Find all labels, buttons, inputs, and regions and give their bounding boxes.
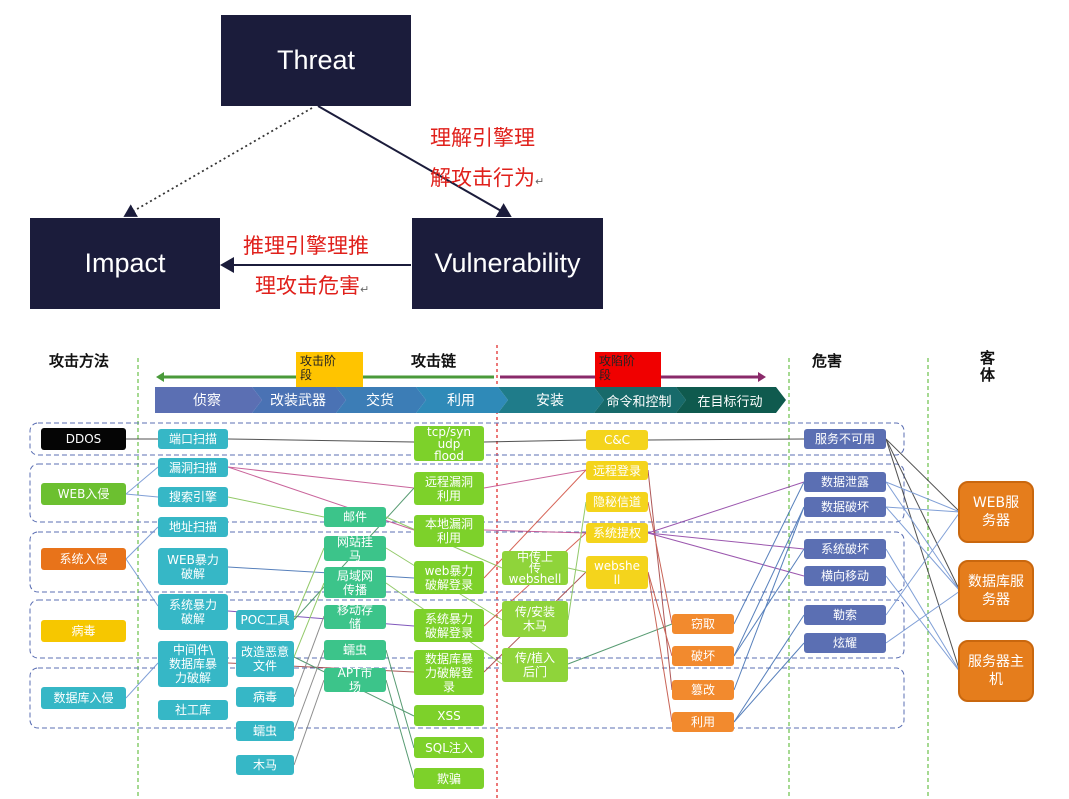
exploit-sql-injection: SQL注入: [414, 737, 484, 758]
c2-covert-channel: 隐秘信道: [586, 492, 648, 512]
chain-step-install: 安装: [536, 393, 564, 409]
delivery-apt: APT市 场: [324, 668, 386, 692]
header-attack-method: 攻击方法: [49, 352, 110, 370]
harm-system-destroy: 系统破坏: [804, 539, 886, 559]
inference-engine-text: 推理引擎理推理攻击危害↵: [243, 234, 370, 298]
recon-social-db: 社工库: [158, 700, 228, 720]
c2-cnc: C&C: [586, 430, 648, 450]
chain-step-weaponize: 改装武器: [270, 393, 326, 409]
chain-step-delivery: 交货: [366, 393, 394, 409]
action-destroy: 破坏: [672, 646, 734, 666]
delivery-email: 邮件: [324, 507, 386, 527]
recon-vuln-scan: 漏洞扫描: [158, 458, 228, 477]
weapon-virus: 病毒: [236, 687, 294, 707]
vulnerability-box: Vulnerability: [412, 218, 603, 309]
c2-webshell: webshe ll: [586, 556, 648, 589]
object-server-host: 服务器主 机: [958, 640, 1034, 702]
delivery-removable: 移动存 储: [324, 605, 386, 629]
threat-to-impact-arrow: [123, 107, 313, 217]
action-steal: 窃取: [672, 614, 734, 634]
recon-middleware-bruteforce: 中间件\ 数据库暴 力破解: [158, 641, 228, 687]
attack-phase-tag: 攻击阶段: [296, 352, 363, 390]
install-webshell: 中传上 传 webshell: [502, 551, 568, 585]
install-trojan: 传/安装 木马: [502, 601, 568, 637]
exploit-db-bruteforce-login: 数据库暴 力破解登 录: [414, 650, 484, 695]
threat-box: Threat: [221, 15, 411, 106]
weapon-modified-file: 改造恶意 文件: [236, 641, 294, 677]
recon-system-bruteforce: 系统暴力 破解: [158, 594, 228, 630]
weapon-trojan: 木马: [236, 755, 294, 775]
recon-web-bruteforce: WEB暴力 破解: [158, 548, 228, 585]
header-harm: 危害: [812, 352, 843, 370]
exploit-system-bruteforce-login: 系统暴力 破解登录: [414, 609, 484, 642]
chain-step-recon: 侦察: [193, 393, 221, 409]
action-exploit: 利用: [672, 712, 734, 732]
method-database-intrusion: 数据库入侵: [41, 687, 126, 709]
harm-service-unavailable: 服务不可用: [804, 429, 886, 449]
recon-address-scan: 地址扫描: [158, 517, 228, 537]
exploit-xss: XSS: [414, 705, 484, 726]
top-diagram-arrows: [123, 105, 512, 273]
exploit-spoofing: 欺骗: [414, 768, 484, 789]
exploit-remote-vuln: 远程漏洞 利用: [414, 472, 484, 505]
exploit-flood: tcp/syn udp flood: [414, 426, 484, 461]
method-virus: 病毒: [41, 620, 126, 642]
impact-box: Impact: [30, 218, 220, 309]
harm-data-destroy: 数据破坏: [804, 497, 886, 517]
chain-step-c2: 命令和控制: [606, 394, 672, 410]
harm-lateral-movement: 横向移动: [804, 566, 886, 586]
c2-privilege-escalation: 系统提权: [586, 523, 648, 543]
delivery-lan: 局域网 传播: [324, 567, 386, 598]
c2-remote-login: 远程登录: [586, 461, 648, 480]
action-tamper: 篡改: [672, 680, 734, 700]
exploit-web-bruteforce-login: web暴力 破解登录: [414, 561, 484, 594]
header-attack-chain: 攻击链: [411, 352, 457, 370]
method-system-intrusion: 系统入侵: [41, 548, 126, 570]
threat-to-vulnerability-arrow: [317, 105, 512, 217]
install-backdoor: 传/植入 后门: [502, 648, 568, 682]
exploit-local-vuln: 本地漏洞 利用: [414, 515, 484, 547]
delivery-worm: 蠕虫: [324, 640, 386, 660]
harm-data-leak: 数据泄露: [804, 472, 886, 492]
harm-ransom: 勒索: [804, 605, 886, 625]
method-web-intrusion: WEB入侵: [41, 483, 126, 505]
object-db-server: 数据库服 务器: [958, 560, 1034, 622]
delivery-web-trojan: 网站挂 马: [324, 536, 386, 561]
reasoning-engine-text: 理解引擎理解攻击行为↵: [430, 126, 545, 190]
recon-port-scan: 端口扫描: [158, 429, 228, 449]
compromise-phase-tag: 攻陷阶段: [595, 352, 661, 388]
method-ddos: DDOS: [41, 428, 126, 450]
weapon-poc-tool: POC工具: [236, 610, 294, 630]
header-object: 客体: [980, 349, 996, 384]
chain-step-exploit: 利用: [447, 393, 475, 409]
chain-step-actions: 在目标行动: [697, 394, 763, 410]
weapon-worm: 蠕虫: [236, 721, 294, 741]
harm-show-off: 炫耀: [804, 633, 886, 653]
object-web-server: WEB服 务器: [958, 481, 1034, 543]
recon-search-engine: 搜索引擎: [158, 487, 228, 507]
